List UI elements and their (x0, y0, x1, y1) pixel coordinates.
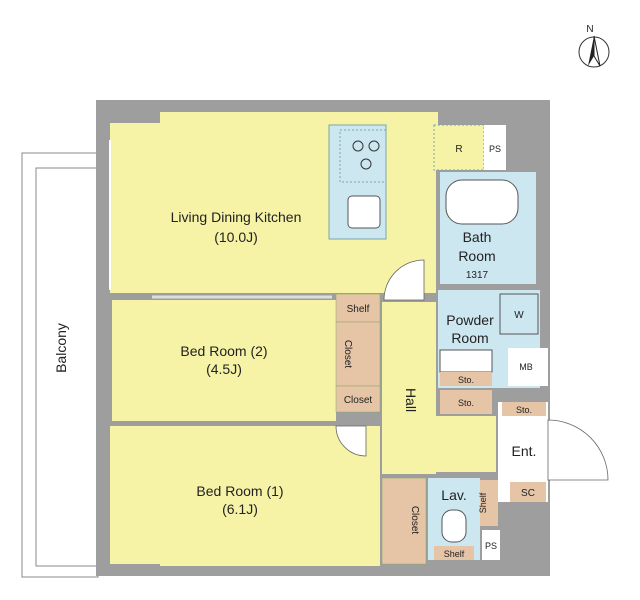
washer-label: W (514, 310, 524, 321)
washer-space (499, 293, 539, 335)
shelf-lav-bottom (434, 546, 474, 560)
sto-hall (440, 390, 492, 414)
north-compass: N (578, 24, 610, 68)
shelf-lav-bottom-label: Shelf (444, 549, 465, 559)
north-arrow-icon (588, 36, 594, 66)
lavatory-label: Lav. (441, 487, 466, 503)
washbasin-icon (439, 349, 493, 373)
pipe-space-top (484, 125, 506, 170)
ldk-floor (110, 123, 436, 293)
shelf-lav-label: Shelf (478, 492, 488, 513)
pipe-space-bottom (482, 530, 500, 560)
balcony: Balcony (21, 152, 99, 578)
refrigerator-label: R (455, 144, 462, 155)
shelf-upper (335, 293, 381, 323)
bathtub-icon (445, 179, 519, 225)
balcony-outline (21, 152, 99, 578)
meter-box-label: MB (519, 362, 533, 372)
bath-line1: Bath (463, 229, 492, 245)
closet-bed2-label: Closet (344, 395, 373, 406)
bed1-floor-lower (160, 556, 380, 566)
kitchen-sink-icon (347, 195, 381, 229)
powder-line2: Room (451, 330, 488, 346)
bed1-door-swing (335, 425, 367, 457)
north-arrow-outline-icon (593, 35, 601, 67)
ldk-floor-upper (160, 112, 438, 126)
bed-room-2: Bed Room (2) (4.5J) (112, 295, 336, 421)
pipe-space-bottom-label: PS (485, 541, 497, 551)
ldk-size: (10.0J) (214, 229, 258, 245)
entrance: Sto. Ent. SC (498, 402, 609, 502)
north-label: N (586, 24, 593, 35)
bed2-name: Bed Room (2) (180, 343, 267, 359)
closet-vertical-label: Closet (342, 340, 353, 369)
shoe-cabinet-label: SC (521, 488, 535, 499)
meter-box (508, 348, 548, 386)
hall-floor (382, 302, 436, 474)
bed2-storage: Shelf Closet Closet (335, 293, 381, 413)
closet-bed1 (381, 477, 427, 565)
closet-bed2 (335, 385, 381, 413)
hall: Hall (382, 259, 496, 474)
ldk-door-swing (383, 259, 425, 301)
powder-line1: Powder (446, 312, 494, 328)
living-dining-kitchen: Living Dining Kitchen (10.0J) R PS (109, 112, 506, 293)
toilet-icon (441, 509, 467, 543)
sto-entrance-label: Sto. (516, 405, 532, 415)
hall-floor-lower (436, 416, 496, 472)
ldk-name: Living Dining Kitchen (171, 209, 302, 225)
bed1-floor (110, 426, 380, 564)
closet-vertical (335, 321, 381, 387)
entrance-label: Ent. (512, 443, 537, 459)
burner-icon (360, 158, 372, 170)
sto-powder-label: Sto. (458, 375, 474, 385)
sto-entrance (502, 402, 546, 416)
balcony-label: Balcony (53, 323, 69, 373)
stove-area (339, 129, 387, 183)
bed2-floor (112, 300, 336, 421)
hall-label: Hall (403, 388, 419, 412)
bed1-name: Bed Room (1) (196, 483, 283, 499)
bed2-size: (4.5J) (206, 361, 242, 377)
closet-bed1-label: Closet (409, 506, 420, 535)
bath-line3: 1317 (466, 270, 489, 281)
powder-room: W Powder Room Sto. (438, 290, 540, 388)
burner-icon (368, 140, 380, 152)
sto-powder (440, 372, 492, 386)
bed1-size: (6.1J) (222, 501, 258, 517)
bath-line2: Room (458, 248, 495, 264)
sto-hall-label: Sto. (458, 398, 474, 408)
shelf-upper-label: Shelf (347, 304, 370, 315)
pipe-space-top-label: PS (489, 144, 501, 154)
shelf-lav (480, 480, 498, 526)
lavatory: Lav. Shelf Shelf PS (428, 478, 500, 560)
burner-icon (352, 140, 364, 152)
bath-room: Bath Room 1317 (440, 172, 536, 284)
front-door-swing (547, 419, 609, 481)
shoe-cabinet (510, 482, 546, 502)
bed-room-1: Bed Room (1) (6.1J) (110, 425, 380, 566)
